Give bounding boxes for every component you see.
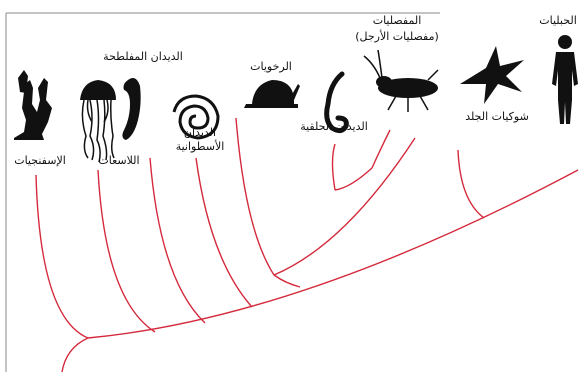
label-echinoderms: شوكيات الجلد [452, 110, 542, 123]
label-arthropods-line2: (مفصليات الأرجل) [342, 30, 452, 43]
snail-icon [244, 80, 300, 108]
label-roundworms-line1: الديدان [172, 126, 228, 139]
sponge-icon [14, 70, 52, 140]
branch-annelid-node [335, 168, 372, 190]
label-arthropods-line1: المفصليات [362, 14, 432, 27]
branch-echinoderms [458, 150, 484, 218]
label-cnidarians: اللاسعات [84, 154, 154, 167]
starfish-icon [460, 46, 524, 104]
branch-flatworms [150, 158, 205, 323]
label-sponges: الإسفنجيات [8, 154, 72, 167]
flatworm-icon [122, 78, 140, 140]
branch-mollusk-annelid [333, 144, 336, 190]
branch-lophotrochozoa-inner [274, 138, 415, 275]
label-chordates: الحبليات [530, 14, 586, 27]
human-icon [552, 35, 578, 124]
branch-arthropods [372, 130, 390, 168]
label-flatworms: الديدان المفلطحة [90, 50, 196, 63]
label-annelids: الديدان الحلقية [286, 120, 382, 133]
jellyfish-icon [80, 80, 116, 100]
branch-main-trunk [88, 170, 578, 338]
branch-root-stem [62, 338, 88, 372]
branch-protostome-node [274, 275, 300, 287]
branch-cnidarians [98, 170, 155, 332]
label-roundworms-line2: الأسطوانية [172, 140, 228, 153]
branch-sponges [36, 175, 88, 338]
label-mollusks: الرخويات [240, 60, 302, 73]
jellyfish-tentacles [82, 100, 114, 162]
branch-lophotrochozoa [236, 118, 274, 275]
